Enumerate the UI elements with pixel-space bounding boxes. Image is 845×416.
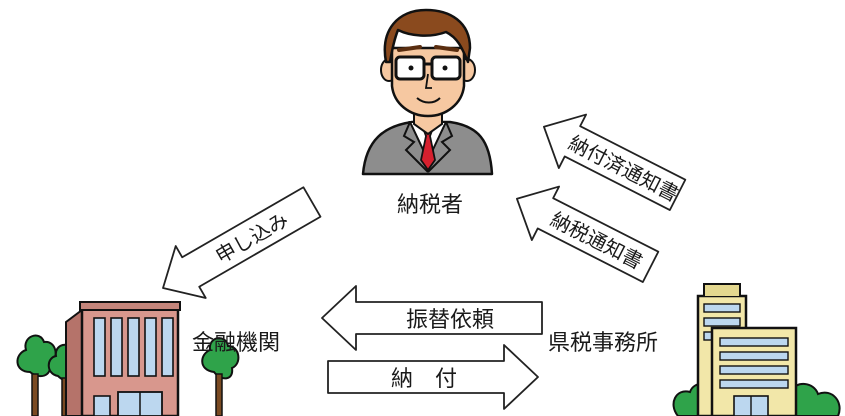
taxpayer-illustration <box>361 8 494 176</box>
payment-arrow: 納 付 <box>327 344 539 410</box>
tax-office-label: 県税事務所 <box>548 331 658 356</box>
tax-office-building-illustration <box>672 283 841 416</box>
bank-building-illustration <box>16 301 240 416</box>
apply-arrow: 申し込み <box>162 186 322 299</box>
tree-icon <box>201 337 240 416</box>
bank-label: 金融機関 <box>192 331 280 356</box>
transfer-request-arrow-label: 振替依頼 <box>406 308 494 333</box>
transfer-request-arrow: 振替依頼 <box>321 285 543 351</box>
glasses-icon <box>394 55 462 81</box>
taxpayer-label: 納税者 <box>397 193 463 218</box>
payment-arrow-label: 納 付 <box>391 367 457 392</box>
tree-icon <box>16 334 57 416</box>
